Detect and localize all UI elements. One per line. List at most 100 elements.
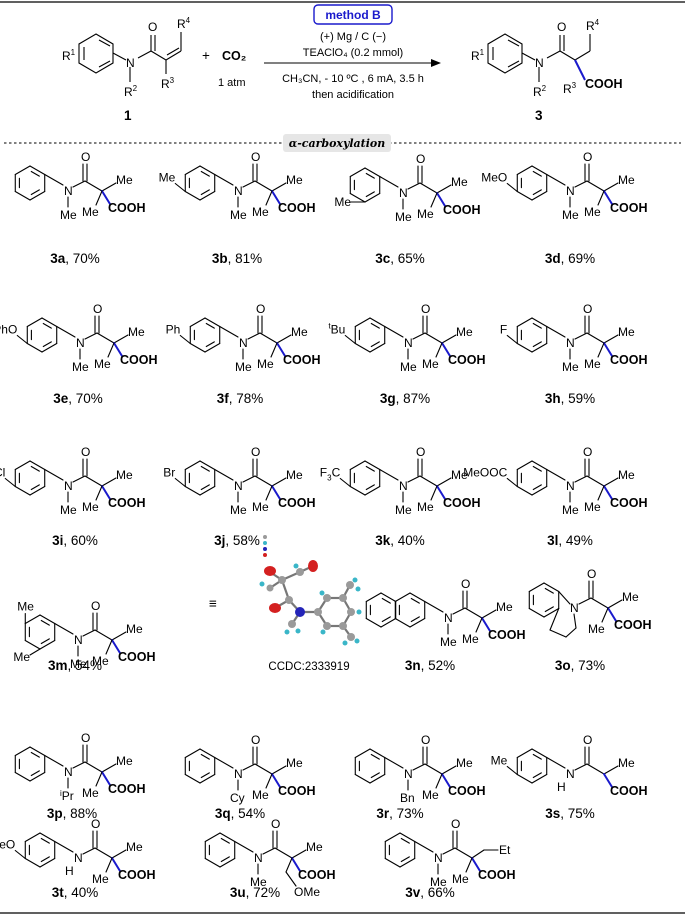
oxygen-label: O xyxy=(251,733,260,747)
carboxyl-label: COOH xyxy=(108,496,146,510)
oxygen-label: O xyxy=(256,302,265,316)
n-substituent-label: Bn xyxy=(400,791,415,805)
methyl-label: Me xyxy=(116,173,133,187)
compound-3t: NHOMeCOOHMeMeO3t, 40% xyxy=(0,817,156,900)
methyl-label: Me xyxy=(584,205,601,219)
compound-3i: NOMeCOOHMeMeCl3i, 60% xyxy=(0,445,146,548)
methyl-label: Me xyxy=(126,840,143,854)
compound-label: 3i, 60% xyxy=(52,533,98,548)
carboxyl-label: COOH xyxy=(610,784,648,798)
methyl-label: Me xyxy=(462,632,479,646)
substituent-label: Me xyxy=(159,171,176,185)
oxygen-label: O xyxy=(81,445,90,459)
methyl-label: Me xyxy=(286,468,303,482)
n-substituent-label: Me xyxy=(70,657,87,671)
nitrogen-label: N xyxy=(74,851,83,865)
oxygen-label: O xyxy=(587,567,596,581)
methyl-label: Me xyxy=(116,468,133,482)
methyl-label: Me xyxy=(286,173,303,187)
methyl-label: Me xyxy=(451,175,468,189)
methyl-label: Me xyxy=(82,500,99,514)
oxygen-label: O xyxy=(271,817,280,831)
methyl-label: Me xyxy=(422,357,439,371)
compound-label: 3u, 72% xyxy=(230,885,280,900)
product-3: R1 N O R4 R3 COOH R2 3 xyxy=(471,18,623,123)
substituent-label: MeOOC xyxy=(463,466,507,480)
equivalence-symbol: ≡ xyxy=(209,596,217,611)
methyl-label: Me xyxy=(82,205,99,219)
oxygen-label: O xyxy=(93,302,102,316)
carboxyl-label: COOH xyxy=(118,650,156,664)
compound-3e: NOMeCOOHMeMePhO3e, 70% xyxy=(0,302,158,406)
compound-label: 3n, 52% xyxy=(405,658,455,673)
n-substituent-label: Me xyxy=(395,210,412,224)
carboxyl-label: COOH xyxy=(108,782,146,796)
svg-text:R3: R3 xyxy=(563,81,577,96)
n-substituent-label: Me xyxy=(440,635,457,649)
oxygen-label: O xyxy=(451,817,460,831)
carboxyl-label: COOH xyxy=(120,353,158,367)
methyl-label: Me xyxy=(291,325,308,339)
methyl-label: Me xyxy=(422,788,439,802)
reactant-1: R1 N O R4 R3 R2 1 xyxy=(62,16,191,123)
substituent-label: F xyxy=(500,323,507,337)
svg-text:N: N xyxy=(535,56,544,70)
nitrogen-label: N xyxy=(566,767,575,781)
n-substituent-label: Cy xyxy=(230,791,245,805)
nitrogen-label: N xyxy=(234,184,243,198)
svg-text:R4: R4 xyxy=(177,16,191,31)
section-tag xyxy=(283,134,391,152)
substituent-label: MeO xyxy=(481,171,507,185)
compound-label: 3l, 49% xyxy=(547,533,593,548)
methyl-label: Me xyxy=(584,357,601,371)
nitrogen-label: N xyxy=(399,479,408,493)
nitrogen-label: N xyxy=(404,767,413,781)
methoxy-label: OMe xyxy=(294,885,320,899)
methyl-label: Me xyxy=(286,756,303,770)
substituent-label: Ph xyxy=(166,323,181,337)
carboxyl-label: COOH xyxy=(283,353,321,367)
ortep-atoms xyxy=(259,560,362,646)
methyl-label: Me xyxy=(496,600,513,614)
methyl-label: Me xyxy=(584,500,601,514)
svg-text:R1: R1 xyxy=(62,48,76,63)
nitrogen-label: N xyxy=(434,851,443,865)
carboxyl-label: COOH xyxy=(443,203,481,217)
n-substituent-label: Me xyxy=(400,360,417,374)
compound-label: 3s, 75% xyxy=(545,806,595,821)
nh-hydrogen-label: H xyxy=(557,780,566,794)
carboxyl-label: COOH xyxy=(443,496,481,510)
carboxyl-label: COOH xyxy=(478,868,516,882)
condition-electrolyte: TEAClO₄ (0.2 mmol) xyxy=(303,47,403,59)
svg-text:R2: R2 xyxy=(124,84,138,99)
compound-label: 3h, 59% xyxy=(545,391,595,406)
compound-label: 3v, 66% xyxy=(405,885,455,900)
carboxyl-label: COOH xyxy=(488,628,526,642)
oxygen-label: O xyxy=(81,150,90,164)
svg-text:R4: R4 xyxy=(586,18,600,33)
nitrogen-label: N xyxy=(566,184,575,198)
compound-label: 3p, 88% xyxy=(47,806,97,821)
svg-text:O: O xyxy=(148,20,157,34)
n-substituent-label: Me xyxy=(430,875,447,889)
carboxyl-label: COOH xyxy=(610,496,648,510)
nitrogen-label: N xyxy=(76,336,85,350)
section-title: α-carboxylation xyxy=(289,137,386,150)
substituent-label: PhO xyxy=(0,323,17,337)
compound-label: 3e, 70% xyxy=(53,391,103,406)
svg-text:N: N xyxy=(126,56,135,70)
methyl-label: Me xyxy=(306,840,323,854)
oxygen-label: O xyxy=(251,445,260,459)
n-substituent-label: Me xyxy=(230,208,247,222)
svg-text:R1: R1 xyxy=(471,48,485,63)
substituent-label: Me xyxy=(17,600,34,614)
methyl-label: Me xyxy=(622,590,639,604)
oxygen-label: O xyxy=(421,302,430,316)
substituent-label: Me xyxy=(334,195,351,209)
